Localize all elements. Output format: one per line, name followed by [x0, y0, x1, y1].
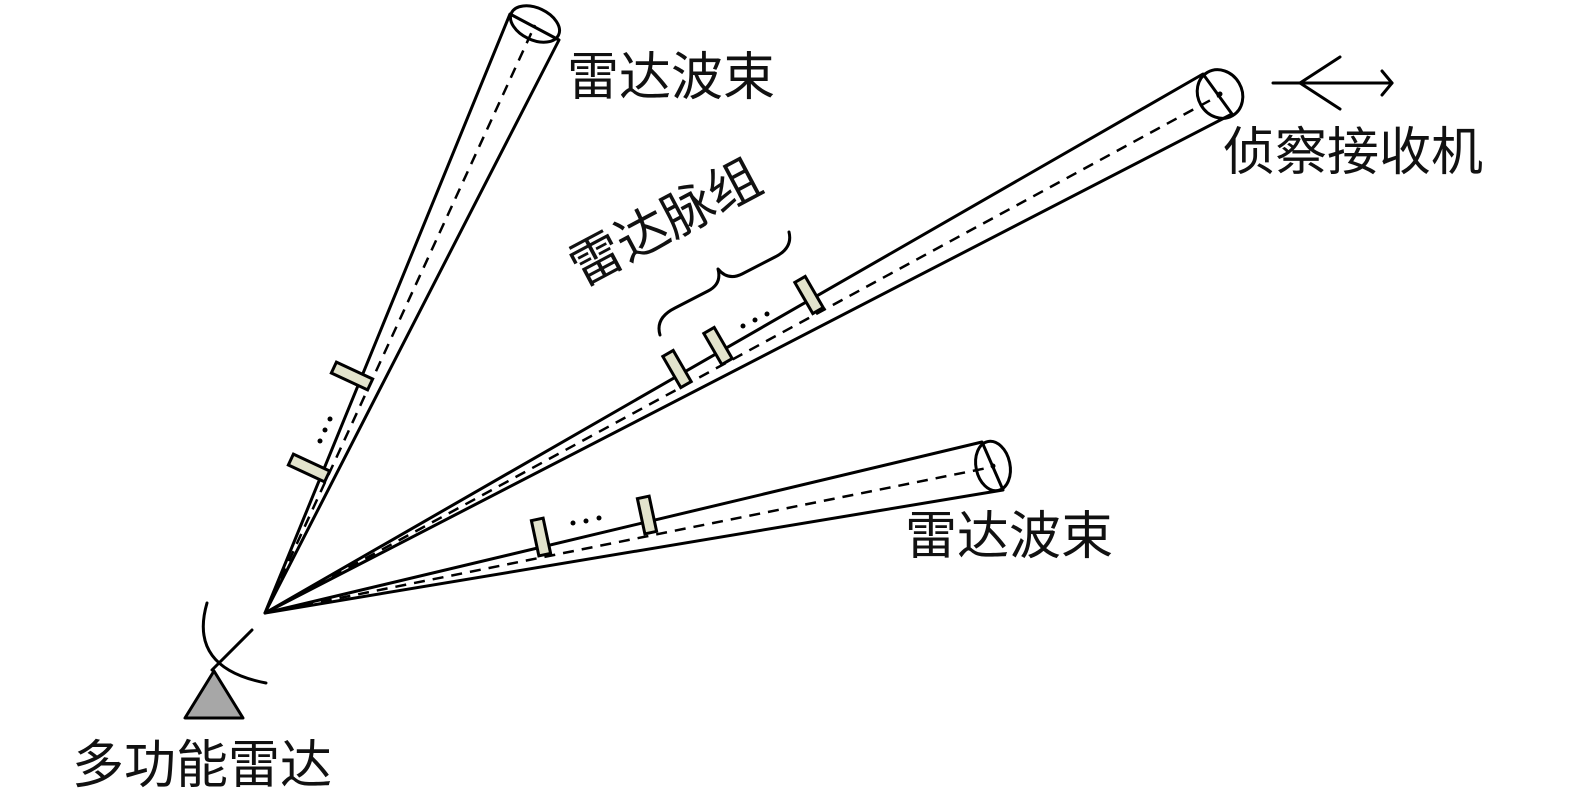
pulse-group-brace [657, 230, 792, 337]
radar-icon [183, 601, 268, 720]
lower-ellipsis [570, 515, 602, 526]
upper-beam-label: 雷达波束 [567, 48, 776, 108]
lower-pulse-1 [529, 516, 553, 558]
receiver-antenna-icon [1271, 55, 1394, 111]
upper-radar-beam [263, 4, 562, 615]
middle-beam-axis [264, 93, 1221, 615]
upper-pulse-1 [286, 452, 332, 484]
middle-pulse-1 [660, 348, 694, 390]
upper-pulse-2 [329, 360, 375, 392]
lower-radar-beam [263, 439, 1012, 615]
upper-beam-end [508, 4, 562, 44]
upper-ellipsis [317, 416, 333, 444]
lower-beam-axis [264, 465, 993, 615]
radar-feed [210, 628, 254, 672]
middle-radar-beam [263, 68, 1245, 615]
middle-pulse-2 [701, 325, 735, 367]
radar-label: 多功能雷达 [72, 736, 333, 796]
middle-pulse-3 [792, 274, 826, 316]
lower-beam-cone [263, 440, 1005, 615]
lower-beam-center-dot [990, 463, 996, 469]
upper-beam-axis [263, 24, 537, 614]
middle-ellipsis [740, 311, 770, 329]
radar-dish [201, 601, 268, 685]
lower-beam-label: 雷达波束 [905, 507, 1114, 567]
radar-base [183, 669, 245, 720]
receiver-label: 侦察接收机 [1223, 123, 1484, 183]
lower-pulse-2 [635, 494, 659, 536]
upper-beam-cone [263, 12, 561, 615]
